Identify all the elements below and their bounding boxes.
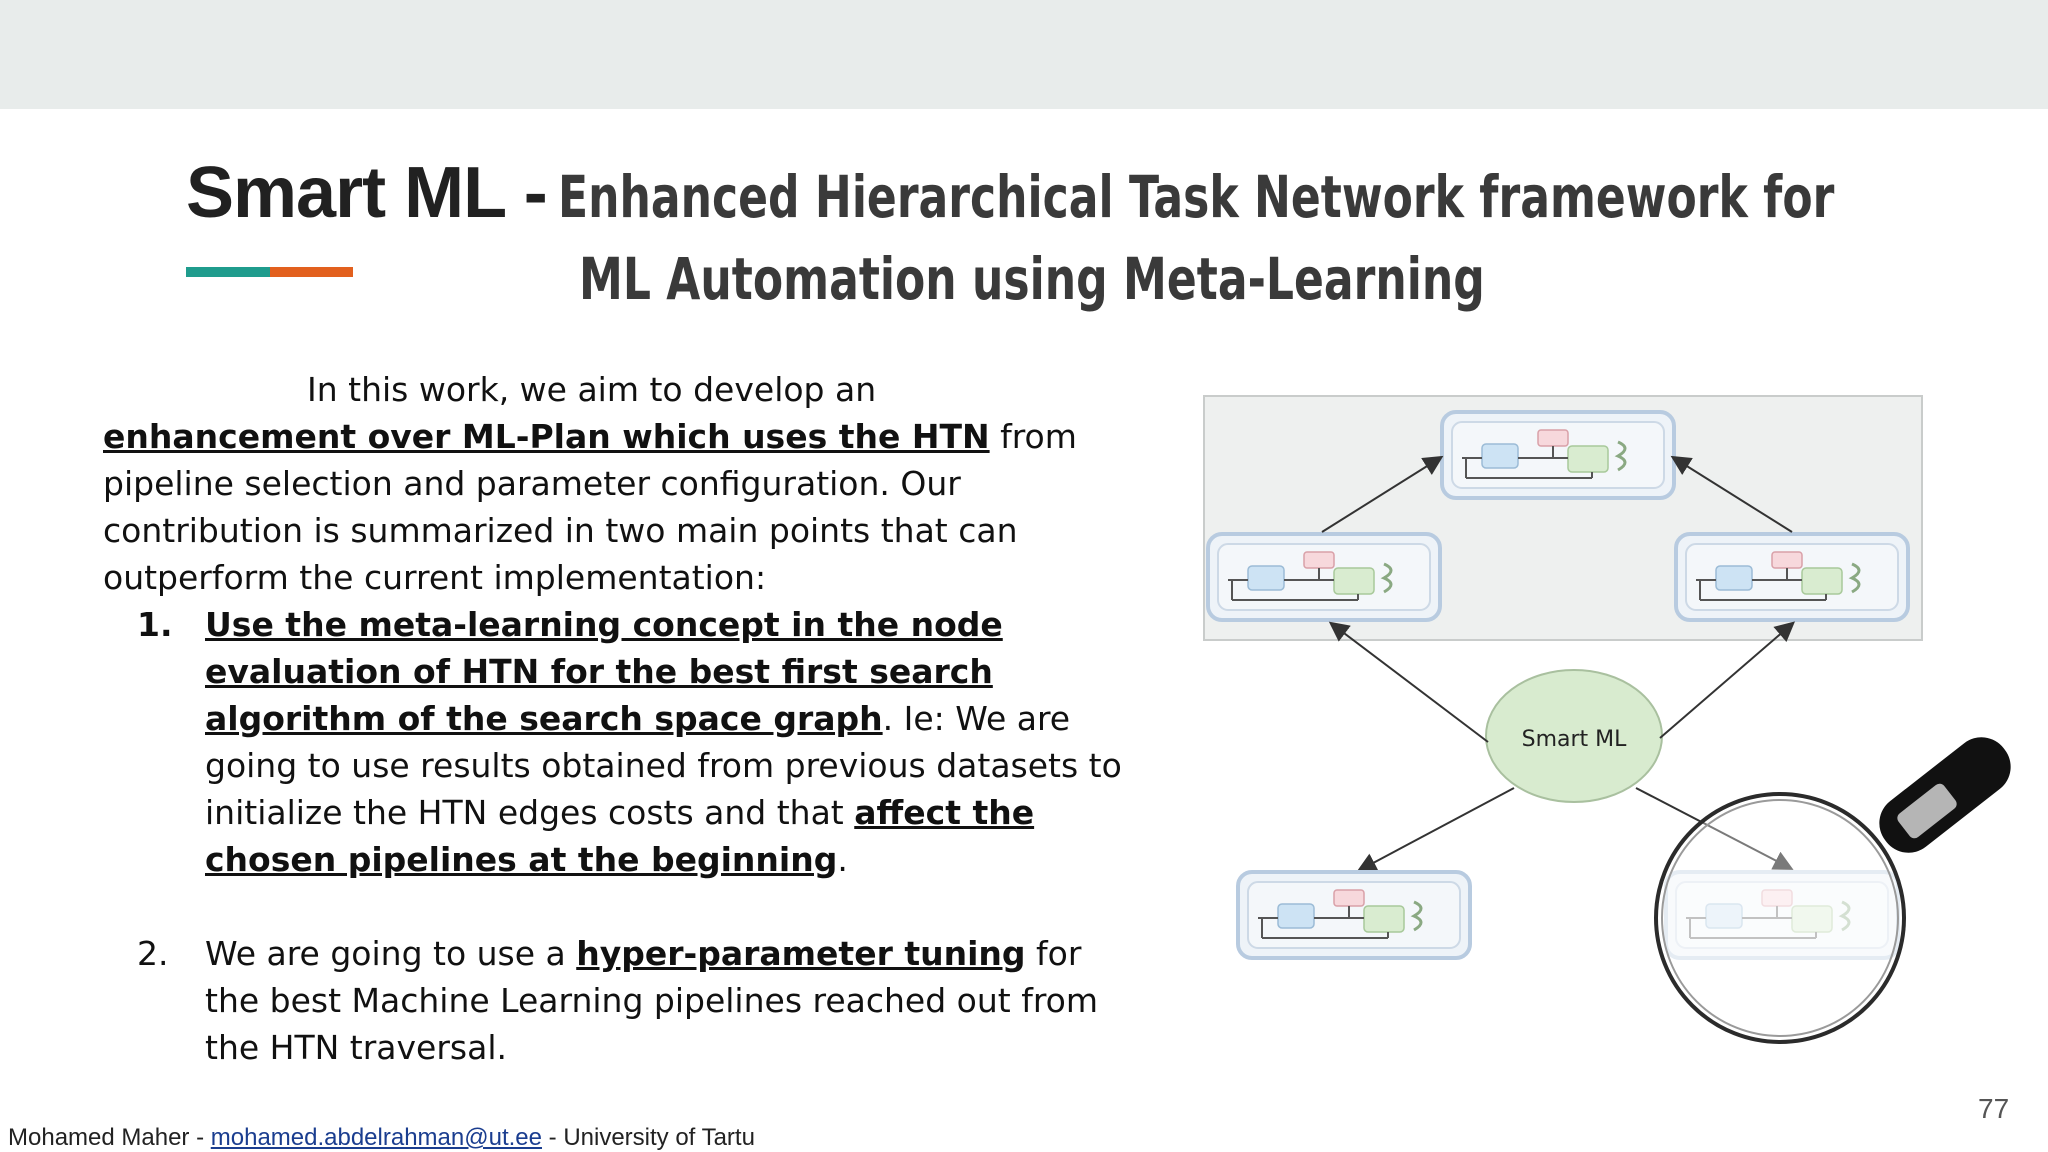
title-line-2: ML Automation using Meta-Learning [579,245,1485,313]
pipeline-node-right [1674,532,1910,622]
point1-text-2: . [837,840,848,879]
point2-bold: hyper-parameter tuning [576,934,1026,973]
point1-bold-2: affect the chosen pipelines at the begin… [205,793,1035,879]
edge-center-right [1659,621,1796,739]
list-number: 2. [137,934,169,973]
slide-body: In this work, we aim to develop an enhan… [103,366,1123,1071]
pipeline-node-bottom-left [1236,870,1472,960]
pipeline-node-top [1440,410,1676,500]
footer-affiliation: - University of Tartu [541,1124,755,1151]
list-item: 2. We are going to use a hyper-parameter … [103,930,1123,1071]
edge-left-top [1321,455,1444,533]
top-band [0,0,2048,109]
point2-text-2: for the best Machine Learning pipelines … [205,934,1098,1067]
point2-text-1: We are going to use a [205,934,577,973]
pipeline-node-left [1206,532,1442,622]
footer-email-link[interactable]: mohamed.abdelrahman@ut.ee [210,1124,542,1151]
point1-text-1: . Ie: We are going to use results obtain… [205,699,1122,832]
edge-center-left [1328,621,1489,743]
magnifying-glass-icon [1654,737,2011,1044]
footer-author: Mohamed Maher - [8,1124,211,1151]
accent-bar-teal [186,267,270,277]
diagram-svg: Smart ML [1203,395,2011,1044]
smart-ml-label: Smart ML [1522,727,1628,752]
list-number: 1. [137,605,173,644]
title-bold: Smart ML - [186,153,548,233]
slide-footer: Mohamed Maher - mohamed.abdelrahman@ut.e… [8,1124,755,1152]
contribution-list: 1. Use the meta-learning concept in the n… [103,601,1123,1071]
page-number: 77 [1978,1093,2010,1124]
title-line-1: Enhanced Hierarchical Task Network frame… [557,163,1835,231]
intro-bold: enhancement over ML-Plan which uses the … [103,417,990,456]
edge-center-bottom-right [1635,787,1794,870]
intro-text-1: In this work, we aim to develop an [307,370,877,409]
accent-bar-orange [270,267,353,277]
list-spacer [103,883,1123,930]
point1-bold-1: Use the meta-learning concept in the nod… [205,605,1003,738]
list-item: 1. Use the meta-learning concept in the n… [103,601,1123,883]
edge-center-bottom-left [1356,787,1515,872]
smart-ml-diagram: Smart ML [1200,390,2048,1050]
edge-right-top [1670,455,1793,533]
slide-title: Smart ML - Enhanced Hierarchical Task Ne… [186,150,1946,322]
intro-paragraph: In this work, we aim to develop an enhan… [103,366,1123,601]
intro-text-2: from pipeline selection and parameter co… [103,417,1077,597]
